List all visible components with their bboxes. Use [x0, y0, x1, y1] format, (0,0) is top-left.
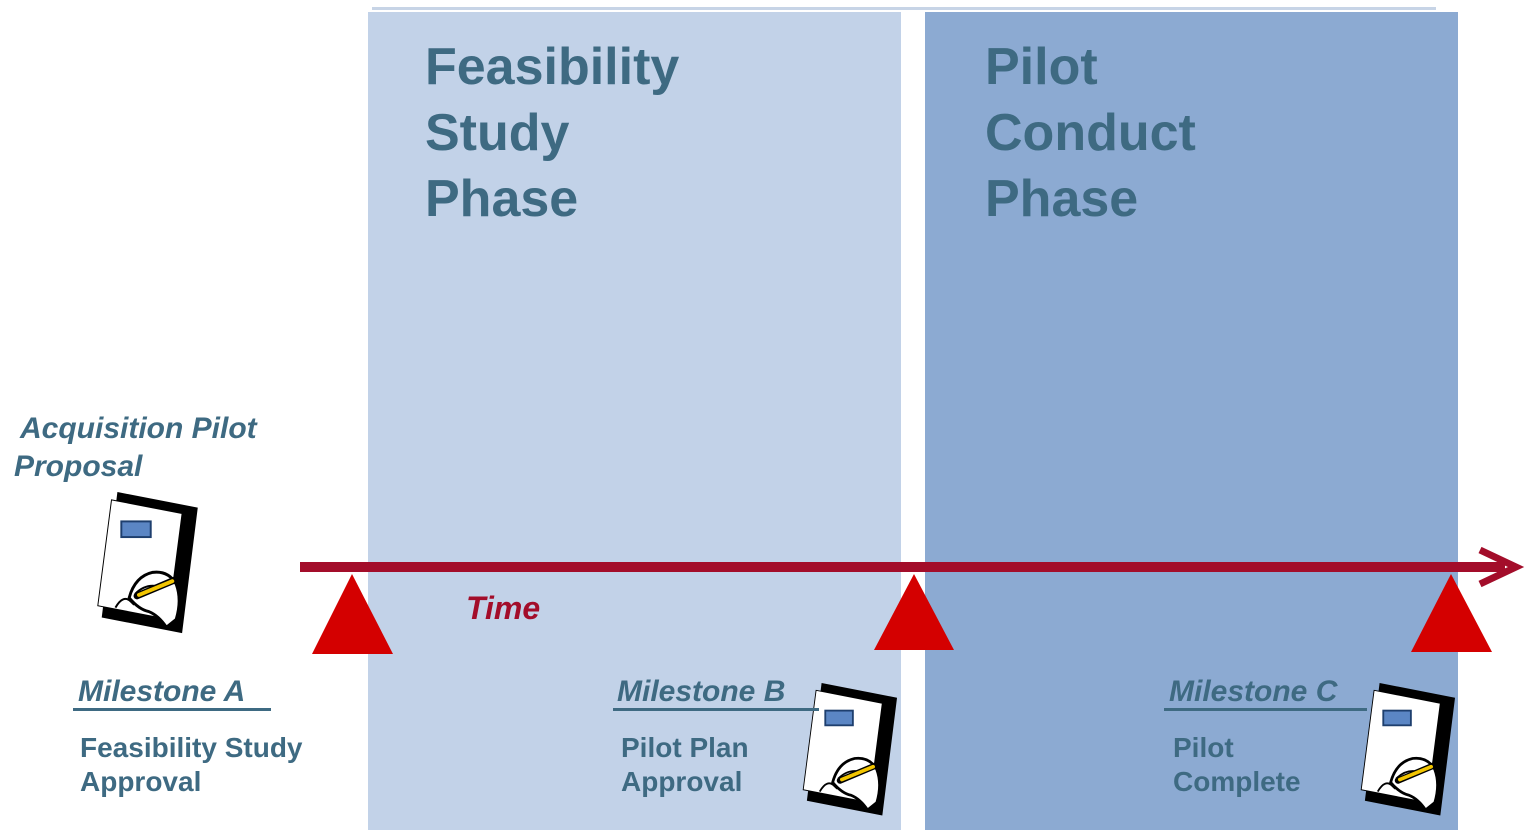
milestone-desc-line: Approval	[80, 766, 202, 797]
milestone-desc-line: Approval	[621, 766, 743, 797]
phase-title-line: Phase	[985, 170, 1139, 228]
milestone-desc-line: Feasibility Study	[80, 732, 303, 763]
phase-title-line: Phase	[425, 170, 579, 228]
acquisition-pilot-proposal-label: Acquisition Pilot Proposal	[14, 410, 257, 486]
milestone-a-title: Milestone A	[78, 675, 246, 708]
milestone-c-description: Pilot Complete	[1173, 731, 1301, 799]
document-signing-icon	[1361, 683, 1455, 815]
milestone-a-underline	[73, 708, 271, 711]
milestone-b-marker	[874, 574, 954, 650]
milestone-b-title: Milestone B	[617, 675, 786, 708]
document-signing-icon	[803, 683, 897, 815]
milestone-desc-line: Pilot Plan	[621, 732, 749, 763]
timeline-arrowhead	[1478, 546, 1525, 588]
time-label: Time	[466, 590, 541, 626]
milestone-b-underline	[613, 708, 819, 711]
phase-title-line: Pilot	[985, 38, 1098, 96]
milestone-a-description: Feasibility Study Approval	[80, 731, 303, 799]
top-rule	[372, 7, 1436, 10]
feasibility-phase-title: Feasibility Study Phase	[425, 34, 679, 232]
milestone-desc-line: Complete	[1173, 766, 1301, 797]
milestone-c-marker	[1411, 574, 1492, 652]
feasibility-study-phase-band: Feasibility Study Phase	[368, 12, 901, 830]
phase-title-line: Feasibility	[425, 38, 680, 96]
pilot-conduct-phase-band: Pilot Conduct Phase	[925, 12, 1458, 830]
milestone-b-description: Pilot Plan Approval	[621, 731, 749, 799]
proposal-line: Proposal	[14, 450, 143, 483]
phase-title-line: Conduct	[985, 104, 1196, 162]
phase-title-line: Study	[425, 104, 570, 162]
milestone-c-underline	[1164, 708, 1367, 711]
milestone-desc-line: Pilot	[1173, 732, 1234, 763]
document-signing-icon	[98, 492, 198, 633]
milestone-c-title: Milestone C	[1169, 675, 1338, 708]
proposal-line: Acquisition Pilot	[20, 412, 257, 445]
pilot-phase-title: Pilot Conduct Phase	[985, 34, 1196, 232]
milestone-a-marker	[312, 574, 393, 654]
